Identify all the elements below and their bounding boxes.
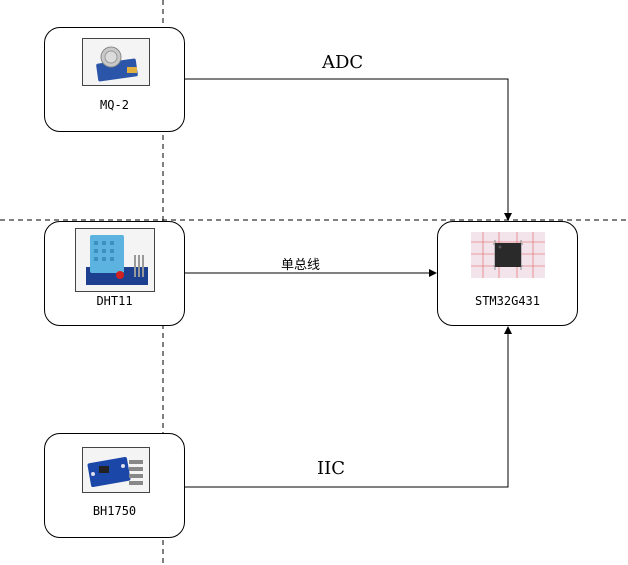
mcu-chip-image: [471, 232, 545, 278]
adc-connector: [185, 78, 512, 221]
mcu-label: STM32G431: [474, 294, 541, 308]
bh1750-sensor-image: [82, 447, 150, 493]
dht11-node[interactable]: DHT11: [44, 221, 185, 326]
iic-label: IIC: [317, 458, 345, 479]
dht11-sensor-image: [75, 228, 155, 292]
bh1750-label: BH1750: [92, 504, 137, 518]
mq2-sensor-image: [82, 38, 150, 86]
mq2-node[interactable]: MQ-2: [44, 27, 185, 132]
dht11-label: DHT11: [96, 294, 133, 308]
iic-connector: [185, 326, 512, 488]
onewire-label: 单总线: [281, 258, 321, 273]
adc-label: ADC: [322, 52, 364, 73]
mq2-label: MQ-2: [100, 98, 129, 112]
bh1750-node[interactable]: BH1750: [44, 433, 185, 538]
mcu-node[interactable]: STM32G431: [437, 221, 578, 326]
